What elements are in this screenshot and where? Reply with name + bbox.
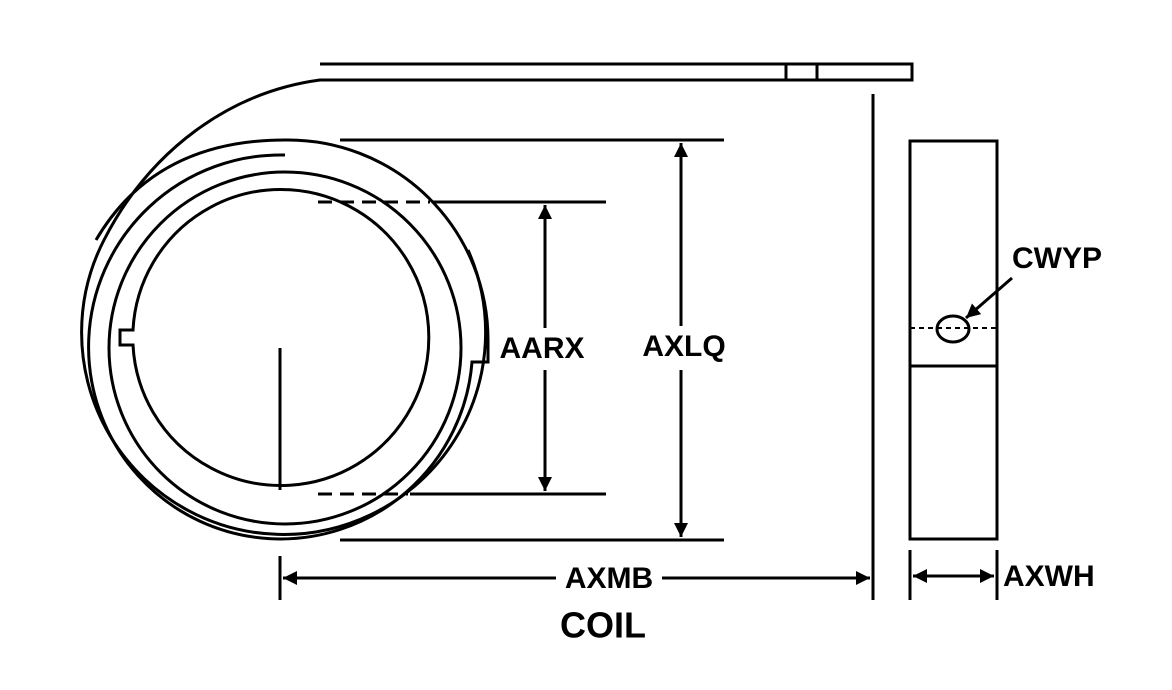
hole-ellipse [935, 314, 971, 344]
leader-arrow-hole [965, 276, 1013, 320]
diagram-title: COIL [560, 605, 646, 646]
side-view-body [908, 139, 999, 541]
label-inner-diameter: AARX [499, 332, 584, 365]
coil-windings [80, 62, 914, 541]
label-width: AXWH [1003, 560, 1095, 593]
coil-winding-inner [118, 188, 431, 487]
label-overall-length: AXMB [565, 562, 653, 595]
label-hole: CWYP [1012, 242, 1102, 275]
coil-winding-3 [107, 170, 463, 526]
coil-winding-2 [87, 138, 490, 541]
label-outer-diameter: AXLQ [642, 330, 725, 363]
coil-winding-outer [80, 62, 914, 536]
